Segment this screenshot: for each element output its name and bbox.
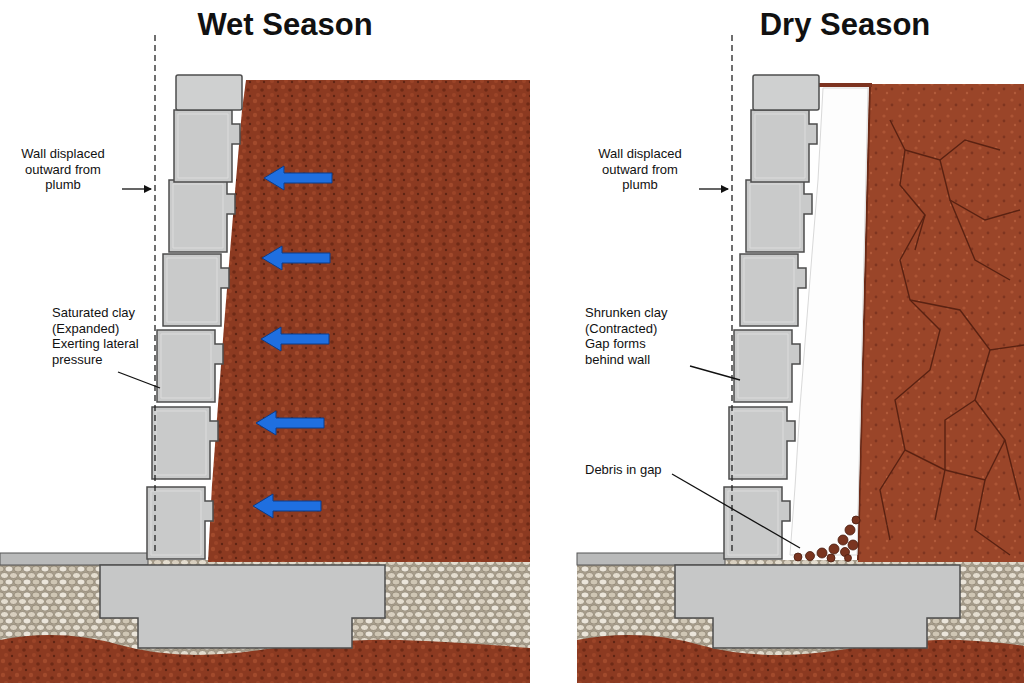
leader-line	[122, 188, 151, 189]
retaining-wall	[147, 75, 242, 559]
shrunken-clay	[858, 84, 1024, 562]
plumb-line	[731, 35, 732, 552]
footing	[100, 565, 385, 648]
callout-label: Wall displaced outward from plumb	[8, 146, 118, 193]
pressure-arrows	[253, 166, 332, 518]
wet-panel	[0, 35, 530, 683]
season-title: Dry Season	[760, 6, 931, 43]
leader-line	[672, 474, 800, 548]
callout-label: Wall displaced outward from plumb	[585, 146, 695, 193]
leader-line	[690, 366, 740, 380]
leader-line	[699, 188, 728, 189]
dry-panel	[577, 35, 1024, 683]
footing	[675, 565, 960, 648]
ground-slab	[577, 553, 725, 565]
callout-label: Debris in gap	[585, 462, 662, 478]
callout-label: Saturated clay (Expanded) Exerting later…	[52, 305, 152, 367]
season-title: Wet Season	[197, 6, 372, 43]
topsoil-strip	[818, 83, 872, 87]
debris	[794, 516, 860, 562]
leader-line	[118, 372, 160, 388]
saturated-clay	[208, 80, 530, 562]
plumb-line	[154, 35, 155, 552]
gravel-bed	[0, 560, 530, 683]
gravel-bed	[577, 560, 1024, 683]
ground-slab	[0, 553, 148, 565]
soil-cracks	[880, 120, 1024, 555]
callout-label: Shrunken clay (Contracted) Gap forms beh…	[585, 305, 685, 367]
retaining-wall	[724, 75, 819, 559]
